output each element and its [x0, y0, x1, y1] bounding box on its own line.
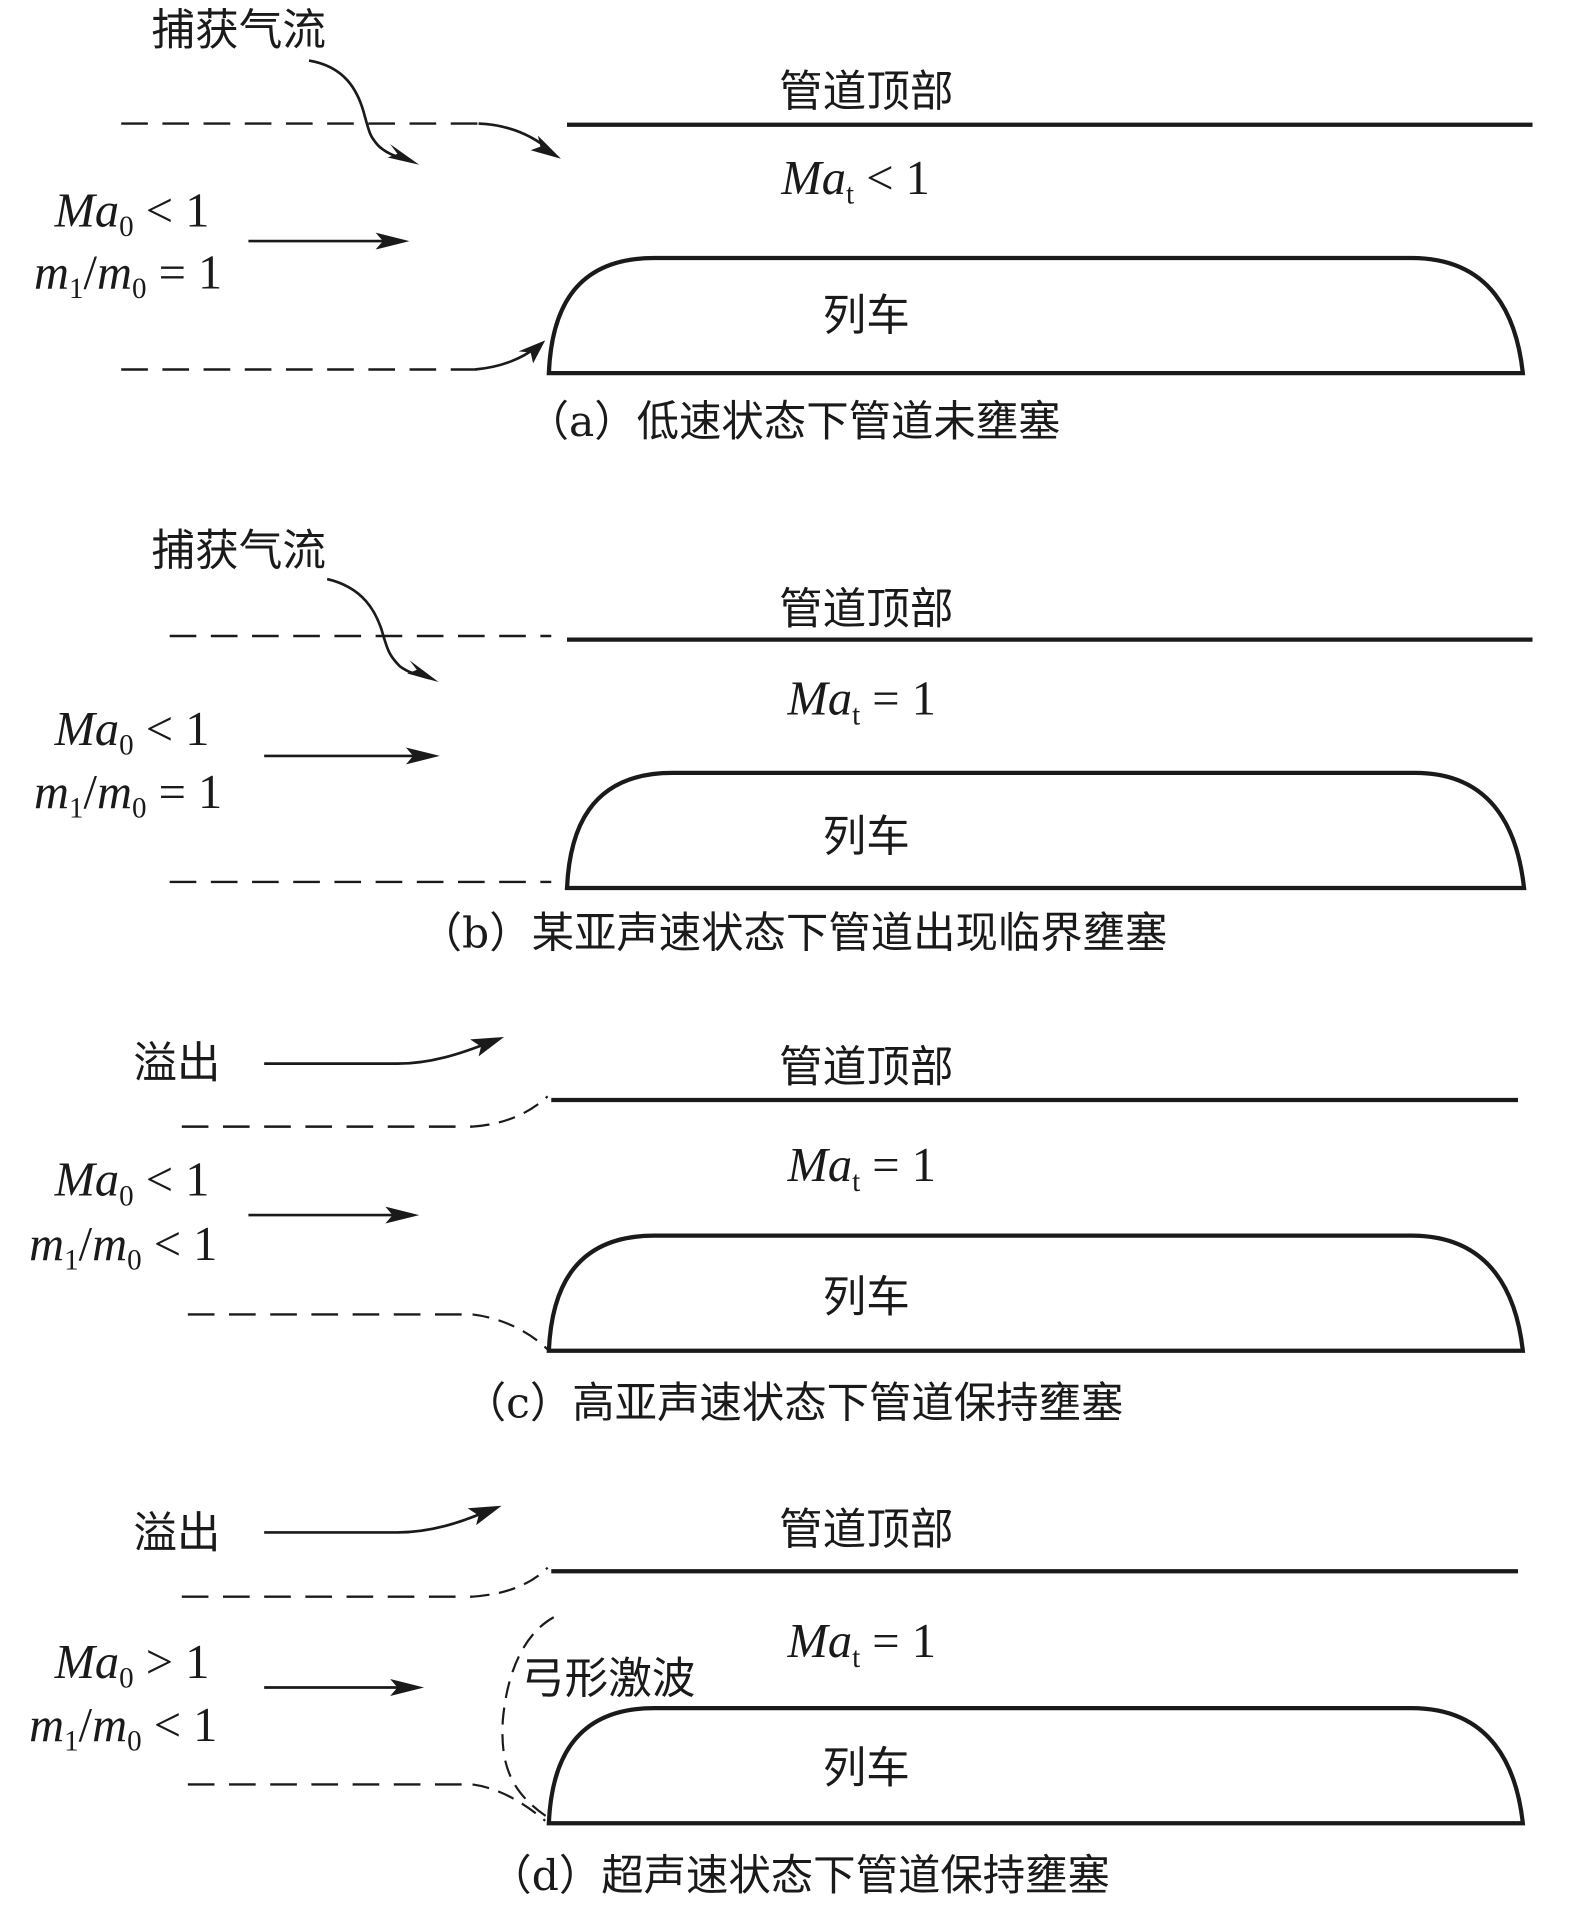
- train-label: 列车: [823, 813, 910, 863]
- panel-caption: （b）某亚声速状态下管道出现临界壅塞: [420, 908, 1168, 957]
- panel-a: 捕获气流 管道顶部 Mat < 1 Ma0 < 1 m1/m0 = 1 列车: [34, 6, 1533, 446]
- mass-flow-ratio: m1/m0 < 1: [29, 1699, 217, 1758]
- panel-d: 溢出 管道顶部 Mat = 1 弓形激波 Ma0 > 1 m1/m0 < 1 列…: [29, 1505, 1526, 1900]
- upper-streamline: [181, 1566, 549, 1598]
- bow-shock-label: 弓形激波: [521, 1655, 695, 1705]
- mass-flow-ratio: m1/m0 = 1: [34, 246, 222, 305]
- inflow-arrow: [248, 232, 410, 250]
- pipe-top-label: 管道顶部: [779, 68, 953, 118]
- upper-streamline: [181, 1095, 549, 1128]
- train-label: 列车: [823, 1744, 910, 1794]
- pipe-top-label: 管道顶部: [779, 1506, 953, 1556]
- throat-mach-number: Mat = 1: [787, 1139, 936, 1198]
- spillage-arrow: [264, 1505, 502, 1534]
- inflow-mach-number: Ma0 > 1: [54, 1636, 210, 1695]
- captured-flow-pointer-arrow: [308, 59, 420, 165]
- throat-mach-number: Mat = 1: [787, 1615, 936, 1674]
- throat-mach-number: Mat = 1: [787, 673, 936, 732]
- inflow-mach-number: Ma0 < 1: [54, 185, 210, 244]
- captured-flow-pointer-arrow: [326, 577, 439, 683]
- inflow-mach-number: Ma0 < 1: [54, 703, 210, 762]
- inflow-arrow: [264, 747, 440, 765]
- panel-c: 溢出 管道顶部 Mat = 1 Ma0 < 1 m1/m0 < 1 列车: [29, 1036, 1526, 1427]
- throat-mach-number: Mat < 1: [780, 152, 929, 211]
- mass-flow-ratio: m1/m0 = 1: [34, 766, 222, 825]
- train-body: [546, 1705, 1526, 1826]
- panel-b: 捕获气流 管道顶部 Mat = 1 Ma0 < 1 m1/m0 = 1 列车 （…: [34, 527, 1533, 957]
- train-body: [546, 1233, 1526, 1353]
- panel-caption: （a）低速状态下管道未壅塞: [527, 397, 1061, 446]
- pipe-top-label: 管道顶部: [779, 585, 953, 635]
- lower-streamline: [187, 1313, 549, 1351]
- bow-shock: [501, 1616, 555, 1821]
- spillage-arrow: [264, 1036, 505, 1065]
- pipe-top-label: 管道顶部: [779, 1043, 953, 1093]
- train-body: [564, 770, 1527, 891]
- spillage-label: 溢出: [133, 1509, 220, 1559]
- lower-streamline: [121, 340, 546, 371]
- inflow-arrow: [248, 1206, 420, 1224]
- spillage-label: 溢出: [133, 1039, 220, 1089]
- mass-flow-ratio: m1/m0 < 1: [29, 1218, 217, 1277]
- inflow-arrow: [264, 1679, 425, 1696]
- train-label: 列车: [823, 1273, 910, 1323]
- train-body: [546, 255, 1526, 376]
- lower-streamline: [187, 1783, 546, 1822]
- upper-streamline: [121, 122, 561, 159]
- train-label: 列车: [823, 292, 910, 342]
- inflow-mach-number: Ma0 < 1: [54, 1154, 210, 1213]
- captured-flow-label: 捕获气流: [152, 6, 326, 56]
- captured-flow-label: 捕获气流: [152, 527, 326, 577]
- panel-caption: （d）超声速状态下管道保持壅塞: [489, 1851, 1110, 1900]
- panel-caption: （c）高亚声速状态下管道保持壅塞: [464, 1378, 1124, 1427]
